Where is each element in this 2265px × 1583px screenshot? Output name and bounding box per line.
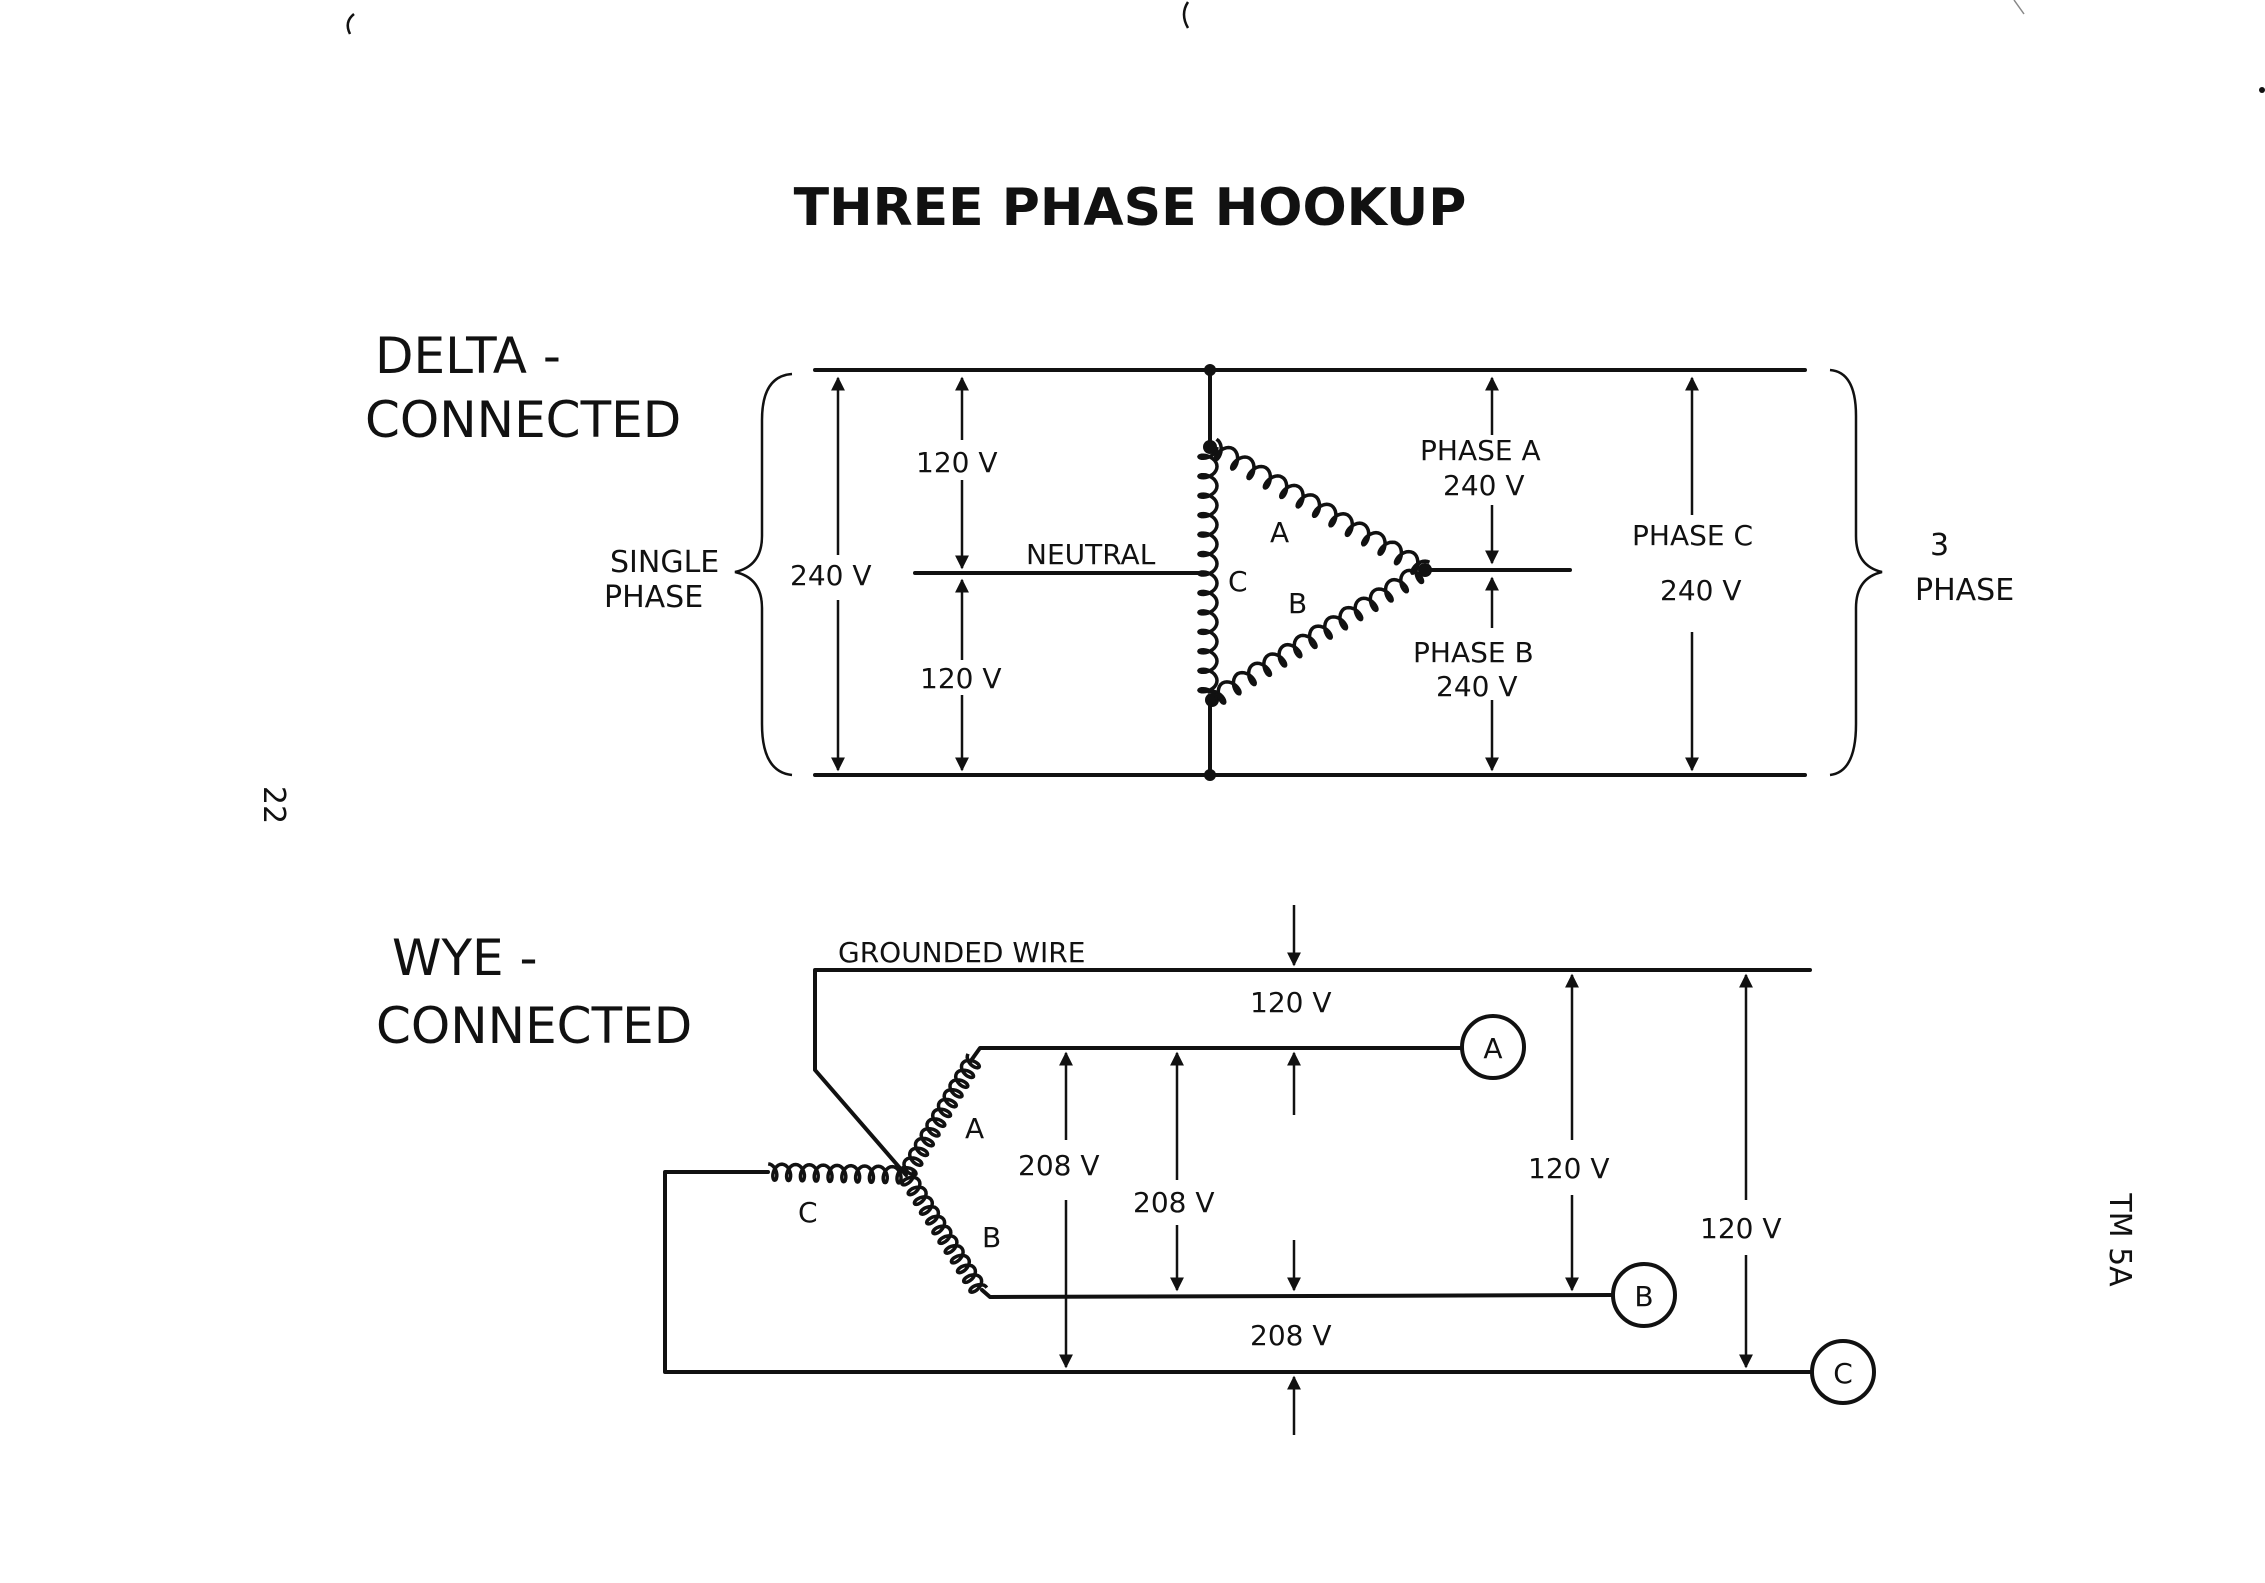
wye-coil-c (767, 1162, 907, 1185)
wye-terminal-a: A (1460, 1014, 1526, 1080)
delta-coil-a-label: A (1270, 516, 1289, 549)
wye-section: WYE - CONNECTED GROUNDED WIRE A B C A B … (376, 905, 1876, 1435)
delta-phase-a-label: PHASE A (1420, 434, 1541, 467)
delta-node-apex (1418, 563, 1432, 577)
wye-208v-b-label: 208 V (1133, 1186, 1215, 1219)
delta-three-phase-line2: PHASE (1915, 573, 2014, 608)
delta-coil-b-label: B (1288, 587, 1307, 620)
wye-grounded-wire-label: GROUNDED WIRE (838, 936, 1085, 969)
delta-coil-a (1213, 437, 1431, 575)
delta-single-phase-line1: SINGLE (610, 545, 719, 580)
delta-heading-line2: CONNECTED (365, 391, 681, 449)
wye-terminal-b: B (1611, 1262, 1677, 1328)
delta-junction-bottom (1204, 769, 1216, 781)
wye-coil-a-label: A (965, 1112, 984, 1145)
delta-three-phase-line1: 3 (1930, 528, 1949, 563)
delta-junction-top (1204, 364, 1216, 376)
wye-208v-a-label: 208 V (1018, 1149, 1100, 1182)
delta-left-brace (734, 372, 793, 777)
delta-right-brace (1829, 368, 1883, 777)
wye-coil-c-label: C (798, 1196, 818, 1229)
scan-marks (346, 0, 2265, 93)
wye-terminal-a-label: A (1483, 1032, 1502, 1065)
delta-phase-b-voltage: 240 V (1436, 670, 1518, 703)
delta-neutral-label: NEUTRAL (1026, 538, 1156, 571)
wye-coil-a (897, 1053, 982, 1177)
wye-terminal-c-label: C (1833, 1357, 1853, 1390)
delta-120v-top-label: 120 V (916, 446, 998, 479)
delta-heading-line1: DELTA - (375, 327, 561, 385)
wye-120v-outer-label: 120 V (1700, 1212, 1782, 1245)
delta-240v-label: 240 V (790, 559, 872, 592)
wye-coil-b-label: B (982, 1221, 1001, 1254)
page-number: 22 (256, 786, 291, 824)
wye-208v-bottom-label: 208 V (1250, 1319, 1332, 1352)
wye-heading-line1: WYE - (392, 929, 538, 987)
delta-phase-b-label: PHASE B (1413, 636, 1534, 669)
delta-phase-a-voltage: 240 V (1443, 469, 1525, 502)
delta-120v-bottom-label: 120 V (920, 662, 1002, 695)
wye-heading-line2: CONNECTED (376, 997, 692, 1055)
wye-120v-inner-label: 120 V (1528, 1152, 1610, 1185)
delta-phase-c-voltage: 240 V (1660, 574, 1742, 607)
wye-coil-b (900, 1169, 989, 1294)
delta-coil-b (1206, 560, 1425, 705)
wye-terminal-b-label: B (1634, 1280, 1653, 1313)
delta-coil-c-label: C (1228, 565, 1248, 598)
wye-terminal-c: C (1810, 1339, 1876, 1405)
wye-line-b (980, 1288, 1614, 1299)
page-title: THREE PHASE HOOKUP (794, 178, 1467, 238)
document-code: TM 5A (2102, 1192, 2137, 1287)
wye-grounded-wire (813, 968, 1812, 1177)
wye-120v-top-label: 120 V (1250, 986, 1332, 1019)
wye-line-c (663, 1170, 1814, 1374)
delta-phase-c-label: PHASE C (1632, 519, 1753, 552)
delta-single-phase-line2: PHASE (604, 580, 703, 615)
delta-node-c-top (1203, 440, 1217, 454)
delta-section: DELTA - CONNECTED A B C NEUTRAL SINGLE P… (365, 327, 2014, 781)
wye-line-a (968, 1046, 1462, 1064)
delta-coil-c (1197, 446, 1219, 701)
